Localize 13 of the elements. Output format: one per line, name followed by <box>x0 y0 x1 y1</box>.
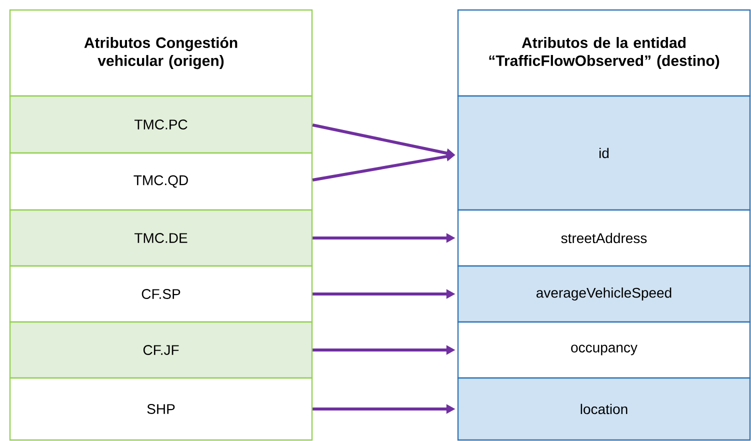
table-cell: location <box>457 377 751 441</box>
header-cell: Atributos de la entidad “TrafficFlowObserved” (destino) <box>457 9 751 97</box>
table-cell: streetAddress <box>457 209 751 267</box>
table-cell: CF.SP <box>9 265 313 323</box>
table-cell: averageVehicleSpeed <box>457 265 751 323</box>
header-cell: Atributos Congestión vehicular (origen) <box>9 9 313 97</box>
table-cell: CF.JF <box>9 321 313 379</box>
table-cell: SHP <box>9 377 313 441</box>
table-cell: TMC.DE <box>9 209 313 267</box>
table-cell: TMC.PC <box>9 95 313 154</box>
table-cell: occupancy <box>457 321 751 379</box>
table-cell: TMC.QD <box>9 152 313 211</box>
table-cell: id <box>457 95 751 211</box>
